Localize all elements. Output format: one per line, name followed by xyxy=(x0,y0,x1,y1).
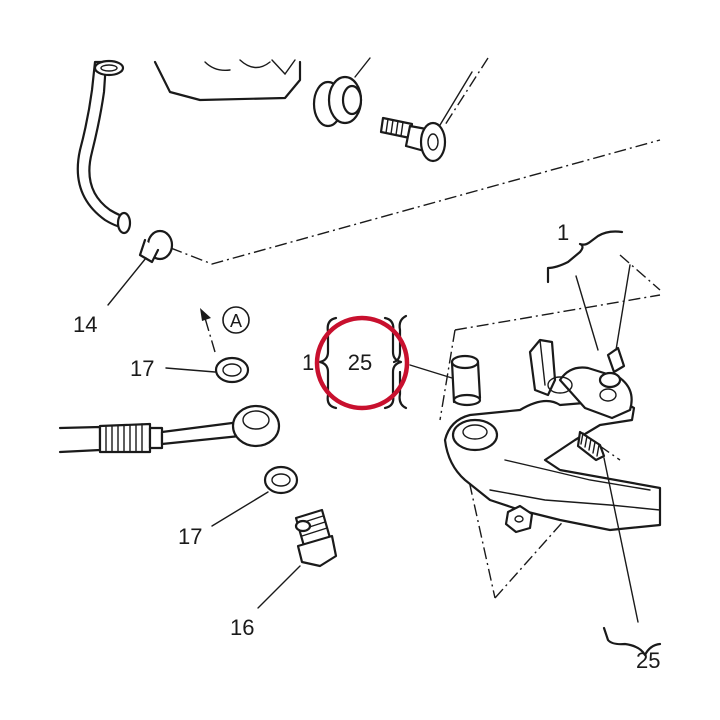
callout-25-bottom-partial: 25 xyxy=(636,648,660,673)
spring xyxy=(576,430,639,623)
brace-top xyxy=(546,230,624,284)
highlighted-callout xyxy=(314,314,410,411)
highlight-ring xyxy=(314,315,410,411)
callout-17-upper: 17 xyxy=(130,356,154,381)
brace-bottom-right xyxy=(602,626,662,657)
pivot-pin xyxy=(575,264,631,389)
hose-clamp xyxy=(107,229,174,306)
rubber-grommet xyxy=(312,57,371,128)
view-arrow xyxy=(200,306,250,353)
hose xyxy=(76,59,132,235)
bushing xyxy=(409,354,482,407)
callout-14: 14 xyxy=(73,312,97,337)
shoulder-bolt xyxy=(379,71,473,163)
washer-upper xyxy=(165,356,250,384)
washer-lower xyxy=(211,465,299,527)
callout-16: 16 xyxy=(230,615,254,640)
callout-1-top: 1 xyxy=(557,220,569,245)
housing-fragment xyxy=(153,59,302,102)
lever-bracket-assembly xyxy=(443,338,662,534)
callout-1-partial: 1 xyxy=(302,350,314,375)
callout-17-lower: 17 xyxy=(178,524,202,549)
callout-25-highlighted: 25 xyxy=(348,350,372,375)
brake-line xyxy=(58,404,281,454)
arrow-label-a: A xyxy=(230,311,242,331)
banjo-bolt xyxy=(257,508,338,609)
